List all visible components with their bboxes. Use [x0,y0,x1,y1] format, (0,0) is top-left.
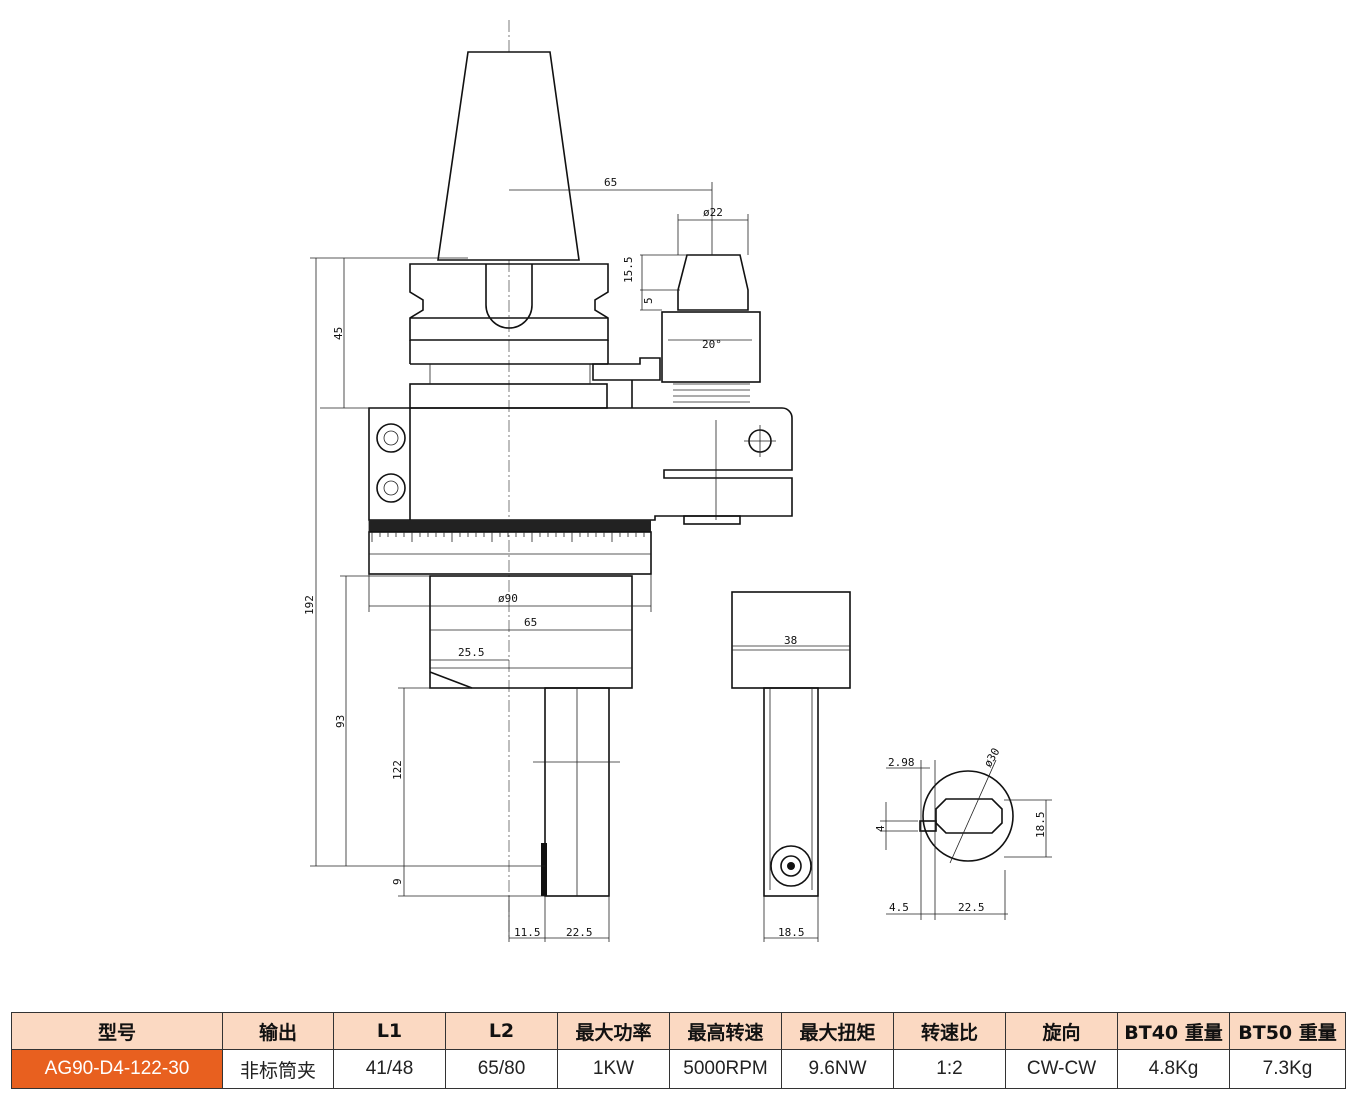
dim-22-5-end: 22.5 [958,901,985,914]
dim-15-5: 15.5 [622,257,635,284]
dim-38: 38 [784,634,797,647]
dim-192: 192 [303,595,316,615]
nut-end [770,845,812,887]
dim-5: 5 [642,297,655,304]
taper-shank [437,51,580,261]
dim-angle: 20° [702,338,722,351]
front-view: 38 18.5 [731,591,851,942]
header-rotation: 旋向 [1005,1012,1118,1050]
dim-offset-65: 65 [604,176,617,189]
cell-l1: 41/48 [333,1049,446,1089]
bolt-head [376,423,406,453]
header-bt40-weight: BT40 重量 [1117,1012,1230,1050]
dim-2-98: 2.98 [888,756,915,769]
tool-nut [677,254,749,311]
cell-max-power: 1KW [557,1049,670,1089]
dim-22-5: 22.5 [566,926,593,939]
dim-18-5: 18.5 [778,926,805,939]
cell-speed-ratio: 1:2 [893,1049,1006,1089]
cell-bt50-weight: 7.3Kg [1229,1049,1346,1089]
dim-width-65: 65 [524,616,537,629]
header-max-torque: 最大扭矩 [781,1012,894,1050]
cell-rotation: CW-CW [1005,1049,1118,1089]
dim-11-5: 11.5 [514,926,541,939]
main-body [368,407,793,521]
collet-circle [922,770,1014,862]
cell-l2: 65/80 [445,1049,558,1089]
header-speed-ratio: 转速比 [893,1012,1006,1050]
dim-tool-diameter: ø22 [703,206,723,219]
scale-ring [369,520,651,532]
end-view: 2.98 ø30 4 18.5 4.5 22.5 [874,746,1052,920]
dim-collet-diameter: ø30 [981,746,1002,770]
main-side-view: 65 ø22 15.5 5 20° 45 192 ø90 65 25.5 93 … [303,20,793,942]
collet-flat [935,798,1003,834]
spec-table: 型号 输出 L1 L2 最大功率 最高转速 最大扭矩 转速比 旋向 BT40 重… [11,1012,1346,1089]
header-max-speed: 最高转速 [669,1012,782,1050]
table-row: AG90-D4-122-30 非标筒夹 41/48 65/80 1KW 5000… [11,1049,1346,1089]
cell-max-torque: 9.6NW [781,1049,894,1089]
header-max-power: 最大功率 [557,1012,670,1050]
header-l1: L1 [333,1012,446,1050]
cell-model: AG90-D4-122-30 [11,1049,223,1089]
dim-4-5: 4.5 [889,901,909,914]
dim-25-5: 25.5 [458,646,485,659]
technical-drawing: 65 ø22 15.5 5 20° 45 192 ø90 65 25.5 93 … [303,20,1052,942]
lower-housing [429,575,633,689]
cell-bt40-weight: 4.8Kg [1117,1049,1230,1089]
dim-45: 45 [332,327,345,340]
header-l2: L2 [445,1012,558,1050]
header-model: 型号 [11,1012,223,1050]
dim-122: 122 [391,760,404,780]
key-slot [485,264,533,329]
bolt-head [376,473,406,503]
header-output: 输出 [222,1012,334,1050]
cell-output: 非标筒夹 [222,1049,334,1089]
dim-4: 4 [874,825,887,832]
header-bt50-weight: BT50 重量 [1229,1012,1346,1050]
cell-max-speed: 5000RPM [669,1049,782,1089]
dim-9: 9 [391,878,404,885]
dim-18-5-right: 18.5 [1034,812,1047,839]
dim-93: 93 [334,715,347,728]
table-header-row: 型号 输出 L1 L2 最大功率 最高转速 最大扭矩 转速比 旋向 BT40 重… [11,1012,1346,1050]
dim-body-diameter: ø90 [498,592,518,605]
